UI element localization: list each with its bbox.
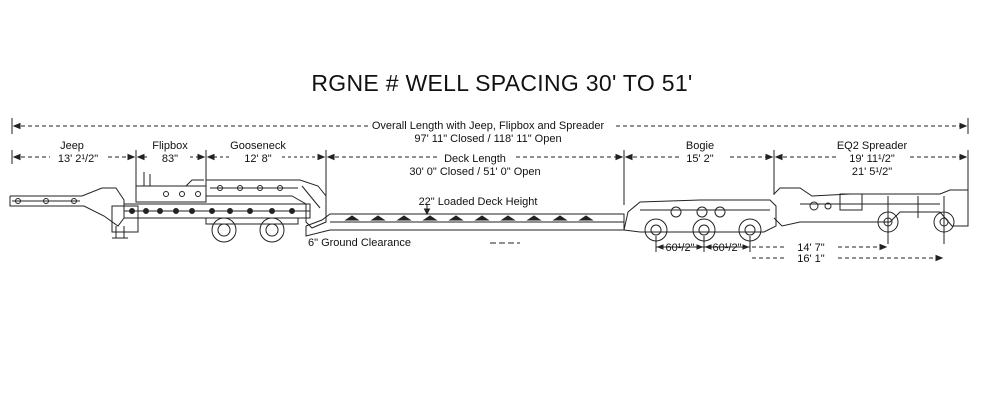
spreader-label: EQ2 Spreader (836, 140, 908, 152)
deck-section (305, 204, 625, 244)
spreader-spacing-1: 14' 7" (797, 242, 825, 254)
spreader-section (773, 187, 969, 244)
spreader-spacing-2: 16' 1" (797, 253, 825, 265)
deck-value: 30' 0" Closed / 51' 0" Open (409, 166, 541, 178)
spreader-value-2: 21' 5¹/2" (851, 166, 893, 178)
bogie-section (623, 199, 777, 252)
gooseneck-label: Gooseneck (230, 140, 286, 152)
axle-spacing-b: 60¹/2" (712, 242, 742, 254)
jeep-label: Jeep (60, 140, 84, 152)
bogie-label: Bogie (685, 140, 715, 152)
jeep-value: 13' 2¹/2" (57, 153, 99, 165)
front-wheels (205, 217, 299, 243)
deck-height-label: 22" Loaded Deck Height (418, 196, 538, 208)
axle-spacing-a: 60¹/2" (665, 242, 695, 254)
overall-dimension-line (11, 118, 969, 134)
flipbox-value: 83" (161, 153, 179, 165)
bogie-value: 15' 2" (686, 153, 714, 165)
overall-label: Overall Length with Jeep, Flipbox and Sp… (371, 120, 605, 132)
axle-spacing-lines (656, 243, 944, 262)
overall-value: 97' 11" Closed / 118' 11" Open (414, 133, 562, 145)
section-dimension-lines (11, 150, 969, 205)
gooseneck-value: 12' 8" (244, 153, 272, 165)
flipbox-section (123, 172, 311, 219)
deck-label: Deck Length (444, 153, 506, 165)
spreader-value-1: 19' 11¹/2" (849, 153, 895, 165)
flipbox-label: Flipbox (152, 140, 188, 152)
gooseneck-section (206, 179, 327, 229)
diagram-title: RGNE # WELL SPACING 30' TO 51' (311, 70, 693, 96)
jeep-section (9, 187, 139, 239)
ground-clearance-label: 6" Ground Clearance (308, 237, 411, 249)
